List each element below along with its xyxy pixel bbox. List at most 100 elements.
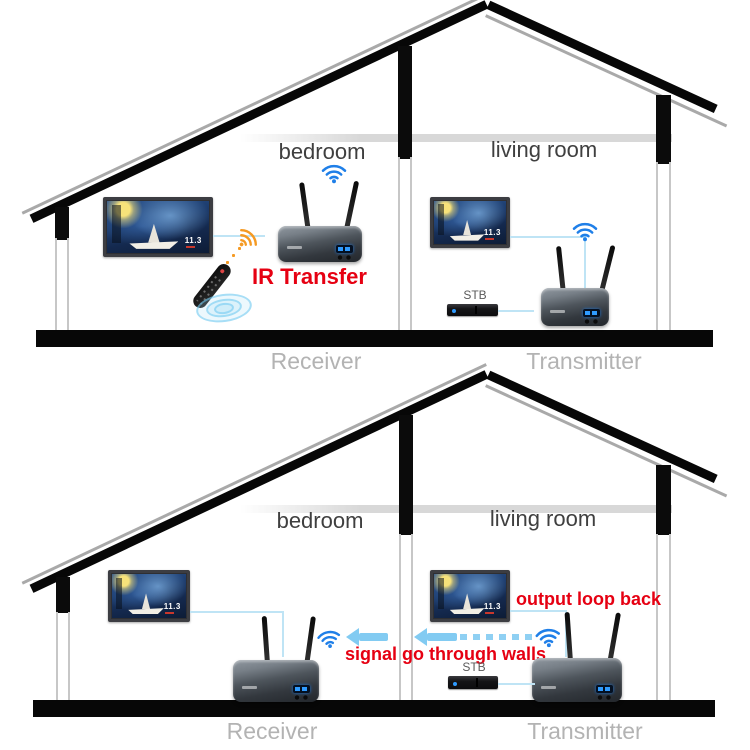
tv-overlay-text: 11.3 xyxy=(483,601,501,614)
loopback-label: output loop back xyxy=(516,589,661,609)
ir-trail-dot xyxy=(226,261,229,264)
connector-line xyxy=(510,236,586,238)
connector-line xyxy=(510,610,567,612)
roof-beam xyxy=(29,370,489,593)
roof-right-slope xyxy=(485,370,728,498)
transmitter-device xyxy=(541,240,616,326)
device-led-display xyxy=(336,245,353,253)
antenna-icon xyxy=(261,615,270,665)
stb-device xyxy=(447,304,498,316)
partition-wall-post xyxy=(398,46,412,159)
tv-overlay-text: 11.3 xyxy=(163,601,181,614)
bedroom-label: bedroom xyxy=(278,139,366,164)
antenna-icon xyxy=(304,616,316,667)
wifi-icon xyxy=(535,628,560,648)
device-body xyxy=(233,660,319,702)
left-wall-post xyxy=(55,207,69,240)
signal-arrow-icon xyxy=(414,628,457,646)
partition-wall xyxy=(399,534,413,700)
tv-caption-strip xyxy=(115,577,123,610)
right-wall-post xyxy=(656,95,671,164)
device-logo xyxy=(287,246,302,249)
connector-line xyxy=(282,611,284,657)
tv-screen: 11.3 xyxy=(434,201,506,244)
device-led-display xyxy=(583,309,600,317)
tv-caption-strip xyxy=(437,204,445,236)
bedroom-label: bedroom xyxy=(276,508,364,533)
living-room-label: living room xyxy=(490,137,598,162)
boat-sail xyxy=(463,593,472,610)
antenna-icon xyxy=(564,611,573,663)
tv-overlay-text: 11.3 xyxy=(483,228,501,241)
device-logo xyxy=(550,310,565,313)
connector-line xyxy=(190,611,284,613)
boat-hull xyxy=(129,241,179,249)
boat-sail xyxy=(148,223,160,243)
device-ports xyxy=(596,695,612,700)
roof-left-slope xyxy=(21,363,489,593)
transmitter-caption: Transmitter xyxy=(526,348,642,374)
boat-sail xyxy=(463,219,472,236)
stb-label: STB xyxy=(463,288,487,302)
wifi-icon xyxy=(317,630,341,648)
boat-sail xyxy=(141,593,151,610)
device-ports xyxy=(293,695,309,700)
living-room-tv: 11.3 xyxy=(430,197,510,248)
tv-caption-strip xyxy=(437,577,445,610)
left-wall-post xyxy=(56,577,70,613)
wifi-icon xyxy=(321,164,347,184)
wifi-icon xyxy=(572,222,598,242)
receiver-caption: Receiver xyxy=(226,718,318,744)
device-logo xyxy=(242,686,257,689)
roof-highlight xyxy=(21,363,487,585)
left-wall xyxy=(55,238,69,330)
living-room-label: living room xyxy=(489,506,597,531)
connector-line xyxy=(498,310,534,312)
ir-trail-dot xyxy=(238,247,241,250)
ir-trail-dot xyxy=(232,254,235,257)
floor xyxy=(36,330,713,347)
signal-arrow-icon xyxy=(346,628,388,646)
roof-highlight xyxy=(485,384,728,498)
stb-label: STB xyxy=(462,660,486,674)
tv-screen: 11.3 xyxy=(112,574,186,618)
signal-label: signal go through walls xyxy=(345,644,547,664)
device-body xyxy=(532,658,622,702)
device-led-display xyxy=(293,685,310,693)
receiver-device xyxy=(233,612,319,702)
transmitter-device xyxy=(532,610,622,702)
partition-wall-post xyxy=(399,415,413,535)
stb-device xyxy=(448,676,498,689)
right-wall-post xyxy=(656,465,671,535)
partition-wall xyxy=(398,157,412,330)
tv-overlay-text: 11.3 xyxy=(184,235,202,248)
roof-beam xyxy=(486,370,718,484)
connector-line xyxy=(584,236,586,296)
boat-hull xyxy=(449,608,485,615)
boat-hull xyxy=(128,608,164,615)
device-logo xyxy=(541,686,556,689)
device-ports xyxy=(336,255,352,260)
right-wall xyxy=(656,534,671,700)
boat-hull xyxy=(449,234,485,241)
dashed-signal-line xyxy=(460,634,535,640)
tv-caption-strip xyxy=(112,205,122,243)
bedroom-tv: 11.3 xyxy=(103,197,213,257)
right-wall xyxy=(656,162,671,330)
ir-waves-icon xyxy=(239,228,258,247)
tv-screen: 11.3 xyxy=(434,574,506,618)
tv-screen: 11.3 xyxy=(107,201,209,253)
left-wall xyxy=(56,612,70,700)
floor xyxy=(33,700,715,717)
receiver-device xyxy=(278,178,362,262)
transmitter-caption: Transmitter xyxy=(527,718,643,744)
connector-line xyxy=(498,683,535,685)
antenna-icon xyxy=(607,612,621,665)
device-led-display xyxy=(596,685,613,693)
ceiling-line xyxy=(240,505,672,513)
ceiling-line xyxy=(240,134,672,142)
device-body xyxy=(541,288,609,326)
